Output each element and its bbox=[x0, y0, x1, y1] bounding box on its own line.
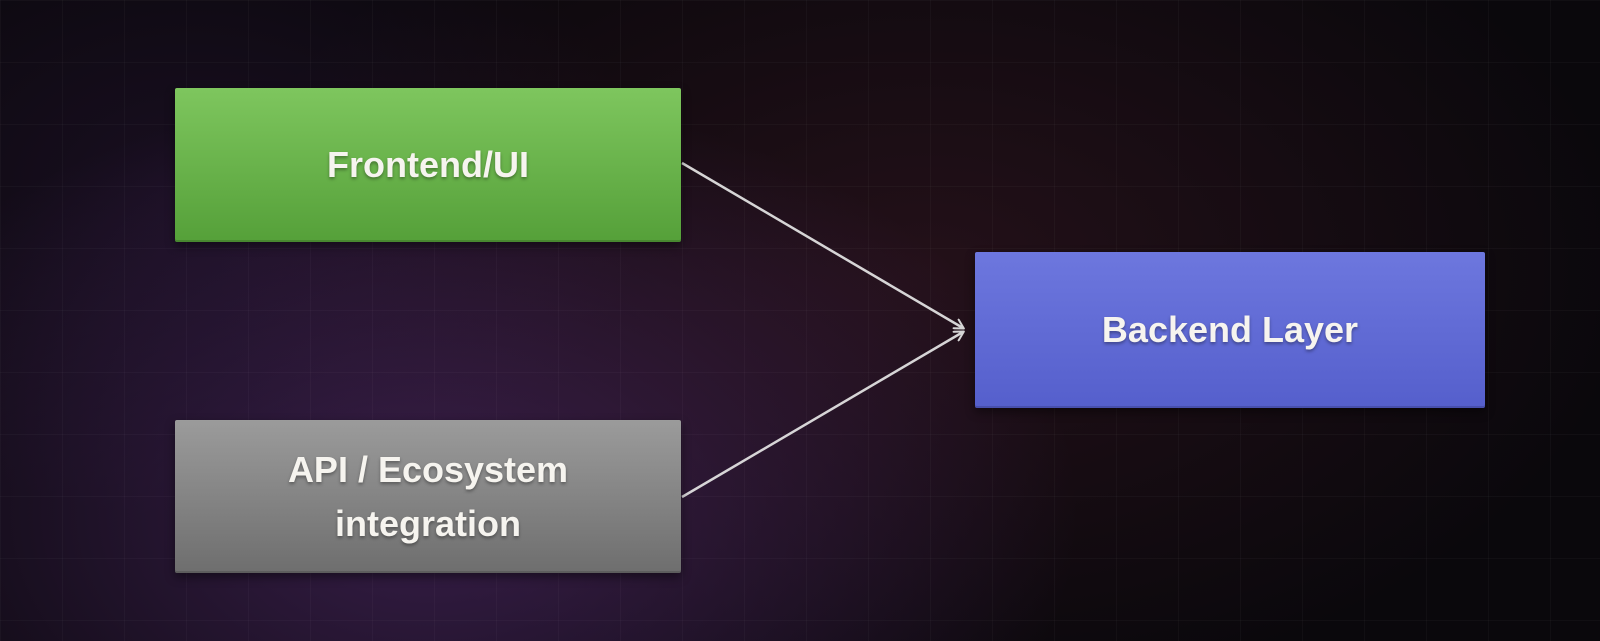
arrow-frontend-to-backend bbox=[681, 161, 965, 330]
arrow-api-to-backend bbox=[681, 330, 965, 499]
node-backend-layer: Backend Layer bbox=[975, 252, 1485, 408]
node-backend-layer-label: Backend Layer bbox=[1101, 309, 1359, 350]
node-frontend-ui: Frontend/UI bbox=[175, 88, 681, 242]
node-frontend-ui-label: Frontend/UI bbox=[327, 144, 529, 185]
node-api-ecosystem-integration: API / Ecosystem integration bbox=[175, 420, 681, 573]
node-api-ecosystem-integration-label: API / Ecosystem integration bbox=[287, 448, 569, 544]
